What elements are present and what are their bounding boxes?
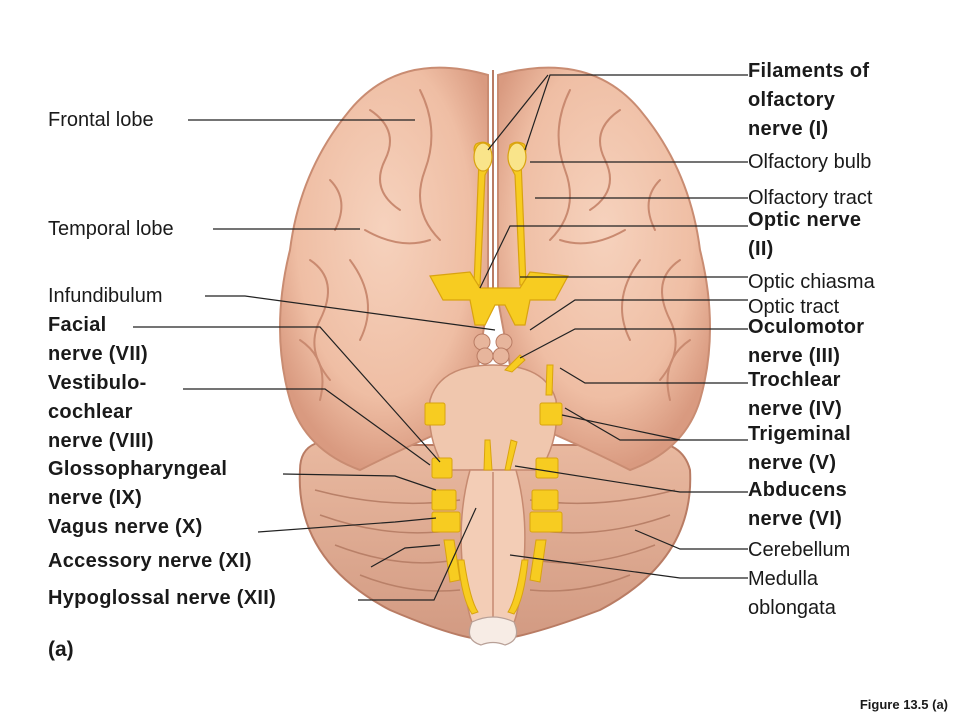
cranial-nerves (424, 354, 563, 615)
spinal-cord-section (468, 616, 518, 646)
label-temporal-lobe: Temporal lobe (48, 218, 174, 240)
label-optic-tract: Optic tract (748, 296, 840, 318)
label-frontal-lobe: Frontal lobe (48, 109, 154, 131)
label-olfactory-tract: Olfactory tract (748, 187, 873, 209)
pons (428, 364, 558, 471)
panel-letter: (a) (48, 638, 74, 661)
label-infundibulum: Infundibulum (48, 285, 163, 307)
leader-lines (133, 74, 748, 601)
olfactory-structures (473, 141, 527, 286)
left-hemisphere (279, 66, 489, 472)
label-hypoglossal-nerve: Hypoglossal nerve (XII) (48, 587, 277, 609)
label-cerebellum: Cerebellum (748, 539, 851, 561)
label-olfactory-bulb: Olfactory bulb (748, 151, 872, 173)
optic-chiasma-shape (429, 271, 569, 326)
label-vagus-nerve: Vagus nerve (X) (48, 516, 203, 538)
figure-caption: Figure 13.5 (a) (859, 697, 948, 712)
mammillary-bodies (473, 333, 513, 365)
label-accessory-nerve: Accessory nerve (XI) (48, 550, 252, 572)
label-optic-nerve: Optic nerve(II) (748, 209, 862, 260)
sulci (299, 89, 691, 401)
label-optic-chiasma: Optic chiasma (748, 271, 875, 293)
